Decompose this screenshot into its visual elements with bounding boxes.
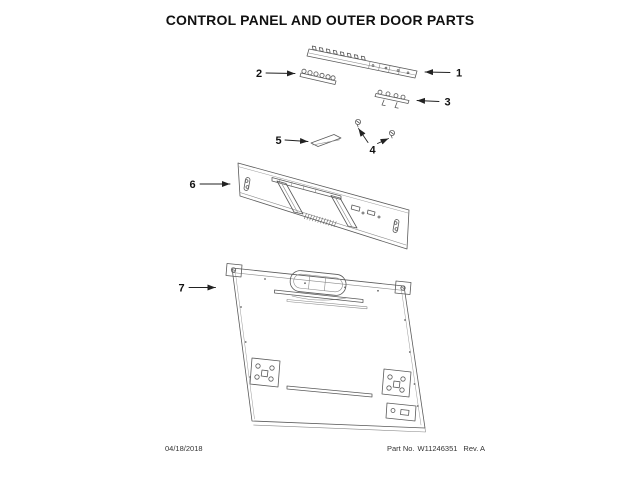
callout-6-label: 6 [189, 179, 195, 191]
callouts-layer: 1 2 3 4 5 6 7 [178, 68, 462, 295]
callout-7-label: 7 [178, 283, 184, 295]
callout-6: 6 [189, 179, 231, 191]
callout-4-arrow-left [358, 128, 369, 143]
footer-part-label: Part No. [387, 444, 415, 453]
callout-1-arrow [424, 69, 451, 76]
callout-5-arrow [284, 137, 309, 144]
callout-3: 3 [416, 97, 451, 109]
part-6-graphic [237, 162, 410, 250]
part-5-graphic [310, 134, 342, 147]
callout-7: 7 [178, 283, 216, 295]
part-4-graphic [354, 119, 395, 139]
callout-5-label: 5 [275, 135, 281, 147]
callout-1: 1 [424, 68, 462, 80]
callout-3-arrow [416, 97, 440, 104]
footer-revision: Rev. A [463, 444, 485, 453]
callout-5: 5 [275, 135, 309, 147]
footer-date: 04/18/2018 [165, 444, 203, 453]
footer-part-info: Part No.W11246351 Rev. A [387, 444, 488, 453]
part-2-graphic [299, 68, 337, 85]
callout-4: 4 [358, 128, 389, 157]
callout-3-label: 3 [444, 97, 450, 109]
callout-4-arrow-right [377, 138, 389, 145]
callout-4-label: 4 [369, 145, 376, 157]
callout-2: 2 [256, 68, 296, 80]
footer-part-number: W11246351 [417, 444, 458, 453]
callout-2-arrow [265, 70, 296, 77]
part-7-graphic [225, 263, 426, 433]
callout-1-label: 1 [456, 68, 462, 80]
part-1-graphic [306, 45, 418, 79]
page-title: CONTROL PANEL AND OUTER DOOR PARTS [165, 12, 475, 28]
callout-2-label: 2 [256, 68, 262, 80]
part-3-graphic [374, 89, 410, 109]
